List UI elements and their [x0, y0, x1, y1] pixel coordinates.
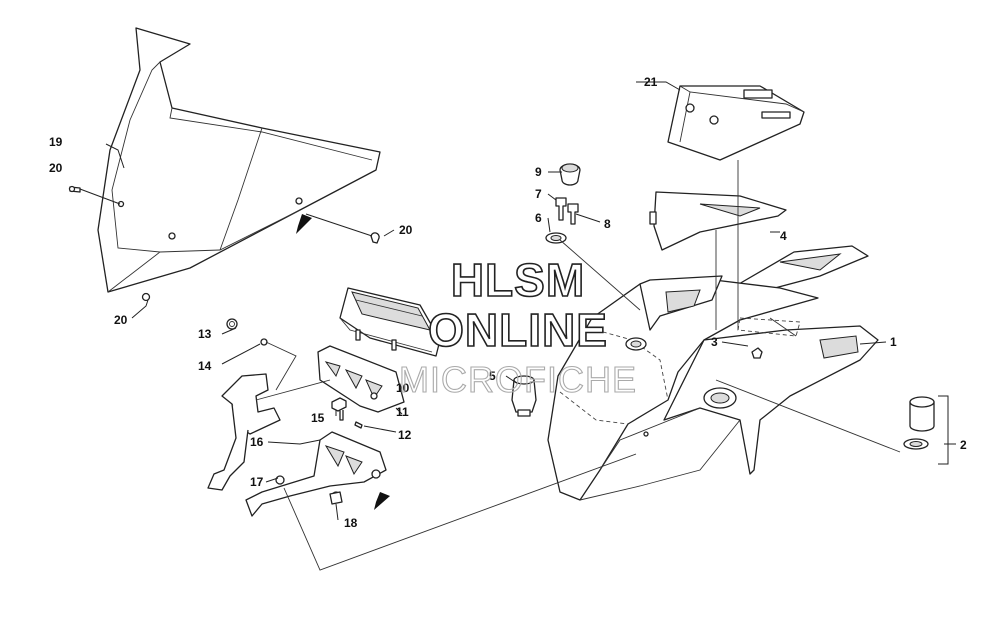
callout-20-left[interactable]: 20	[49, 161, 63, 175]
ignition-keys	[555, 197, 579, 225]
callout-10[interactable]: 10	[396, 381, 410, 395]
storage-box	[667, 85, 805, 161]
bolt-15	[331, 397, 347, 421]
watermark-line-3: MICROFICHE	[399, 359, 637, 400]
callout-6[interactable]: 6	[535, 211, 542, 225]
pin-12	[354, 421, 363, 429]
watermark-line-2: ONLINE	[428, 304, 608, 356]
ignition-cap	[559, 163, 581, 186]
leader-lines	[79, 81, 956, 571]
callout-9[interactable]: 9	[535, 165, 542, 179]
callout-5[interactable]: 5	[489, 369, 496, 383]
callout-2[interactable]: 2	[960, 438, 967, 452]
direction-arrow-bracket	[374, 492, 390, 510]
callout-4[interactable]: 4	[780, 229, 787, 243]
clip-3	[751, 347, 763, 359]
callout-21[interactable]: 21	[644, 75, 658, 89]
callout-13[interactable]: 13	[198, 327, 212, 341]
power-outlet	[903, 396, 935, 450]
instrument-gauge	[339, 287, 441, 357]
watermark: HLSM ONLINE MICROFICHE	[398, 253, 637, 400]
vent-screen-upper	[649, 191, 787, 251]
mount-bracket-lower	[245, 431, 387, 517]
callout-11[interactable]: 11	[396, 405, 409, 419]
callout-18[interactable]: 18	[344, 516, 358, 530]
callout-8[interactable]: 8	[604, 217, 611, 231]
callout-19[interactable]: 19	[49, 135, 63, 149]
direction-arrow-windshield	[296, 214, 312, 234]
gauge-bracket	[317, 345, 405, 413]
callout-15[interactable]: 15	[311, 411, 325, 425]
callout-14[interactable]: 14	[198, 359, 212, 373]
watermark-line-1: HLSM	[451, 254, 585, 306]
callout-20-bottom[interactable]: 20	[114, 313, 128, 327]
hood-panel	[547, 275, 879, 501]
mount-bracket-upper	[207, 318, 281, 491]
callout-3[interactable]: 3	[711, 335, 718, 349]
callouts: 19 20 20 20 21 9 7 6 8 4 3 1 2 5 13 14 1…	[49, 75, 967, 530]
windshield-screws	[68, 185, 380, 302]
callout-17[interactable]: 17	[250, 475, 264, 489]
connector	[511, 375, 537, 417]
ignition-nut	[545, 232, 567, 244]
callout-16[interactable]: 16	[250, 435, 264, 449]
callout-7[interactable]: 7	[535, 187, 542, 201]
windshield	[97, 27, 381, 293]
callout-12[interactable]: 12	[398, 428, 412, 442]
callout-20-right[interactable]: 20	[399, 223, 413, 237]
callout-1[interactable]: 1	[890, 335, 897, 349]
